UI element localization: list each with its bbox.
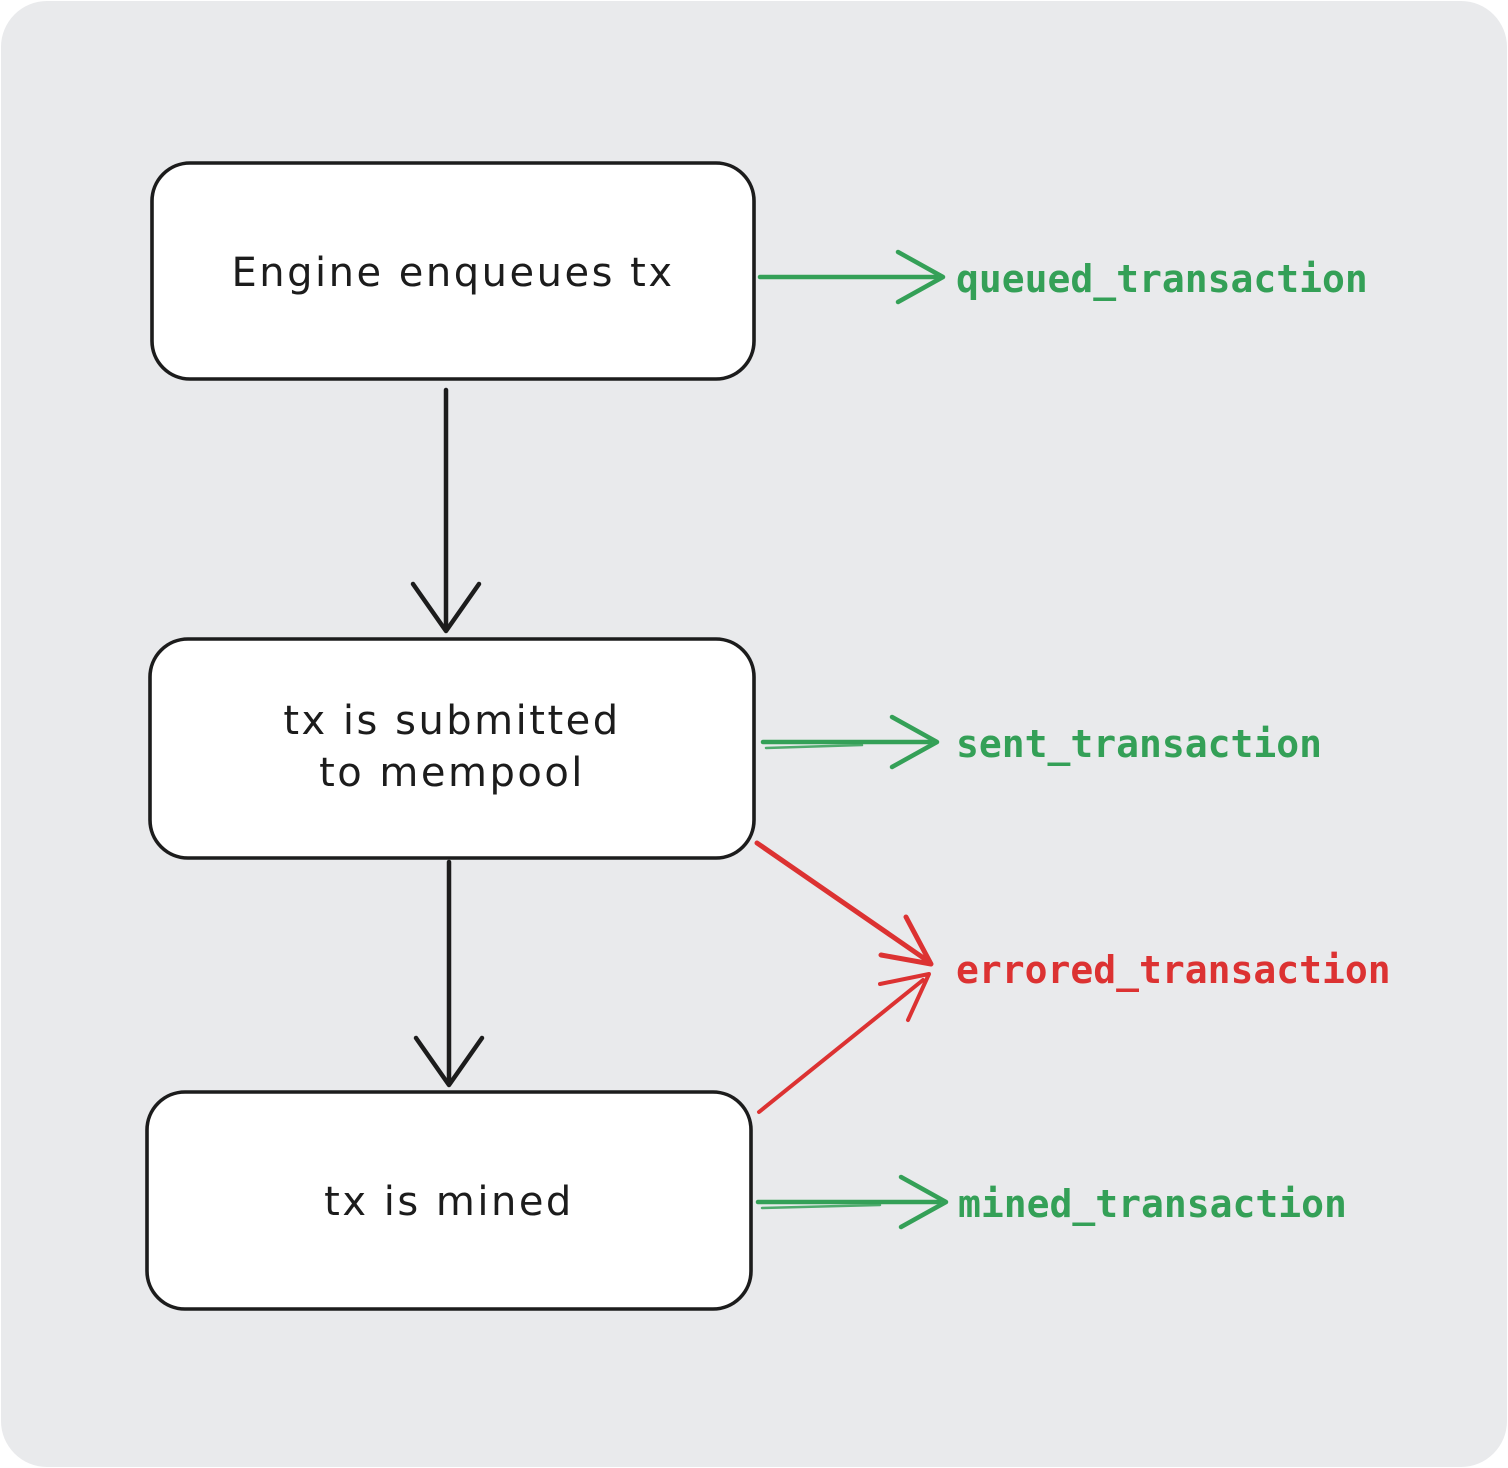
node-label-tx-submitted-line2: to mempool xyxy=(319,750,585,796)
node-box xyxy=(145,1090,753,1311)
node-tx-submitted-mempool: tx is submitted to mempool xyxy=(148,637,756,860)
event-label-errored-transaction: errored_transaction xyxy=(956,948,1391,992)
event-arrow-head-icon xyxy=(889,714,940,770)
flow-arrow-enqueue-to-mempool xyxy=(410,387,482,634)
error-arrow-from-mempool-shaft xyxy=(754,840,928,962)
node-label-engine-enqueues-tx: Engine enqueues tx xyxy=(232,250,675,296)
flow-arrow-mempool-to-mined xyxy=(413,859,485,1088)
error-arrow-from-mined-shaft xyxy=(757,978,925,1114)
event-label-mined-transaction: mined_transaction xyxy=(958,1182,1347,1226)
node-box xyxy=(148,637,756,860)
node-tx-mined: tx is mined xyxy=(145,1090,753,1311)
event-arrow-head-icon xyxy=(898,1174,949,1230)
node-label-tx-submitted-line1: tx is submitted xyxy=(283,698,620,744)
error-arrow-from-mempool-head-icon xyxy=(878,914,934,967)
event-label-queued-transaction: queued_transaction xyxy=(956,257,1368,301)
event-label-sent-transaction: sent_transaction xyxy=(956,722,1322,766)
error-arrow-from-mined-head-icon xyxy=(878,972,931,1022)
node-engine-enqueues-tx: Engine enqueues tx xyxy=(150,161,756,381)
arrow-head-icon xyxy=(410,581,482,634)
event-arrow-sketch-stroke xyxy=(760,1203,882,1210)
event-errored-transaction: errored_transaction xyxy=(754,840,1391,1114)
node-label-tx-mined: tx is mined xyxy=(324,1179,574,1225)
event-mined-transaction: mined_transaction xyxy=(755,1174,1347,1230)
event-sent-transaction: sent_transaction xyxy=(760,714,1322,770)
event-arrow-sketch-stroke xyxy=(764,743,864,750)
event-arrow-head-icon xyxy=(895,249,946,305)
arrow-head-icon xyxy=(413,1035,485,1088)
event-queued-transaction: queued_transaction xyxy=(757,249,1368,305)
node-box xyxy=(150,161,756,381)
